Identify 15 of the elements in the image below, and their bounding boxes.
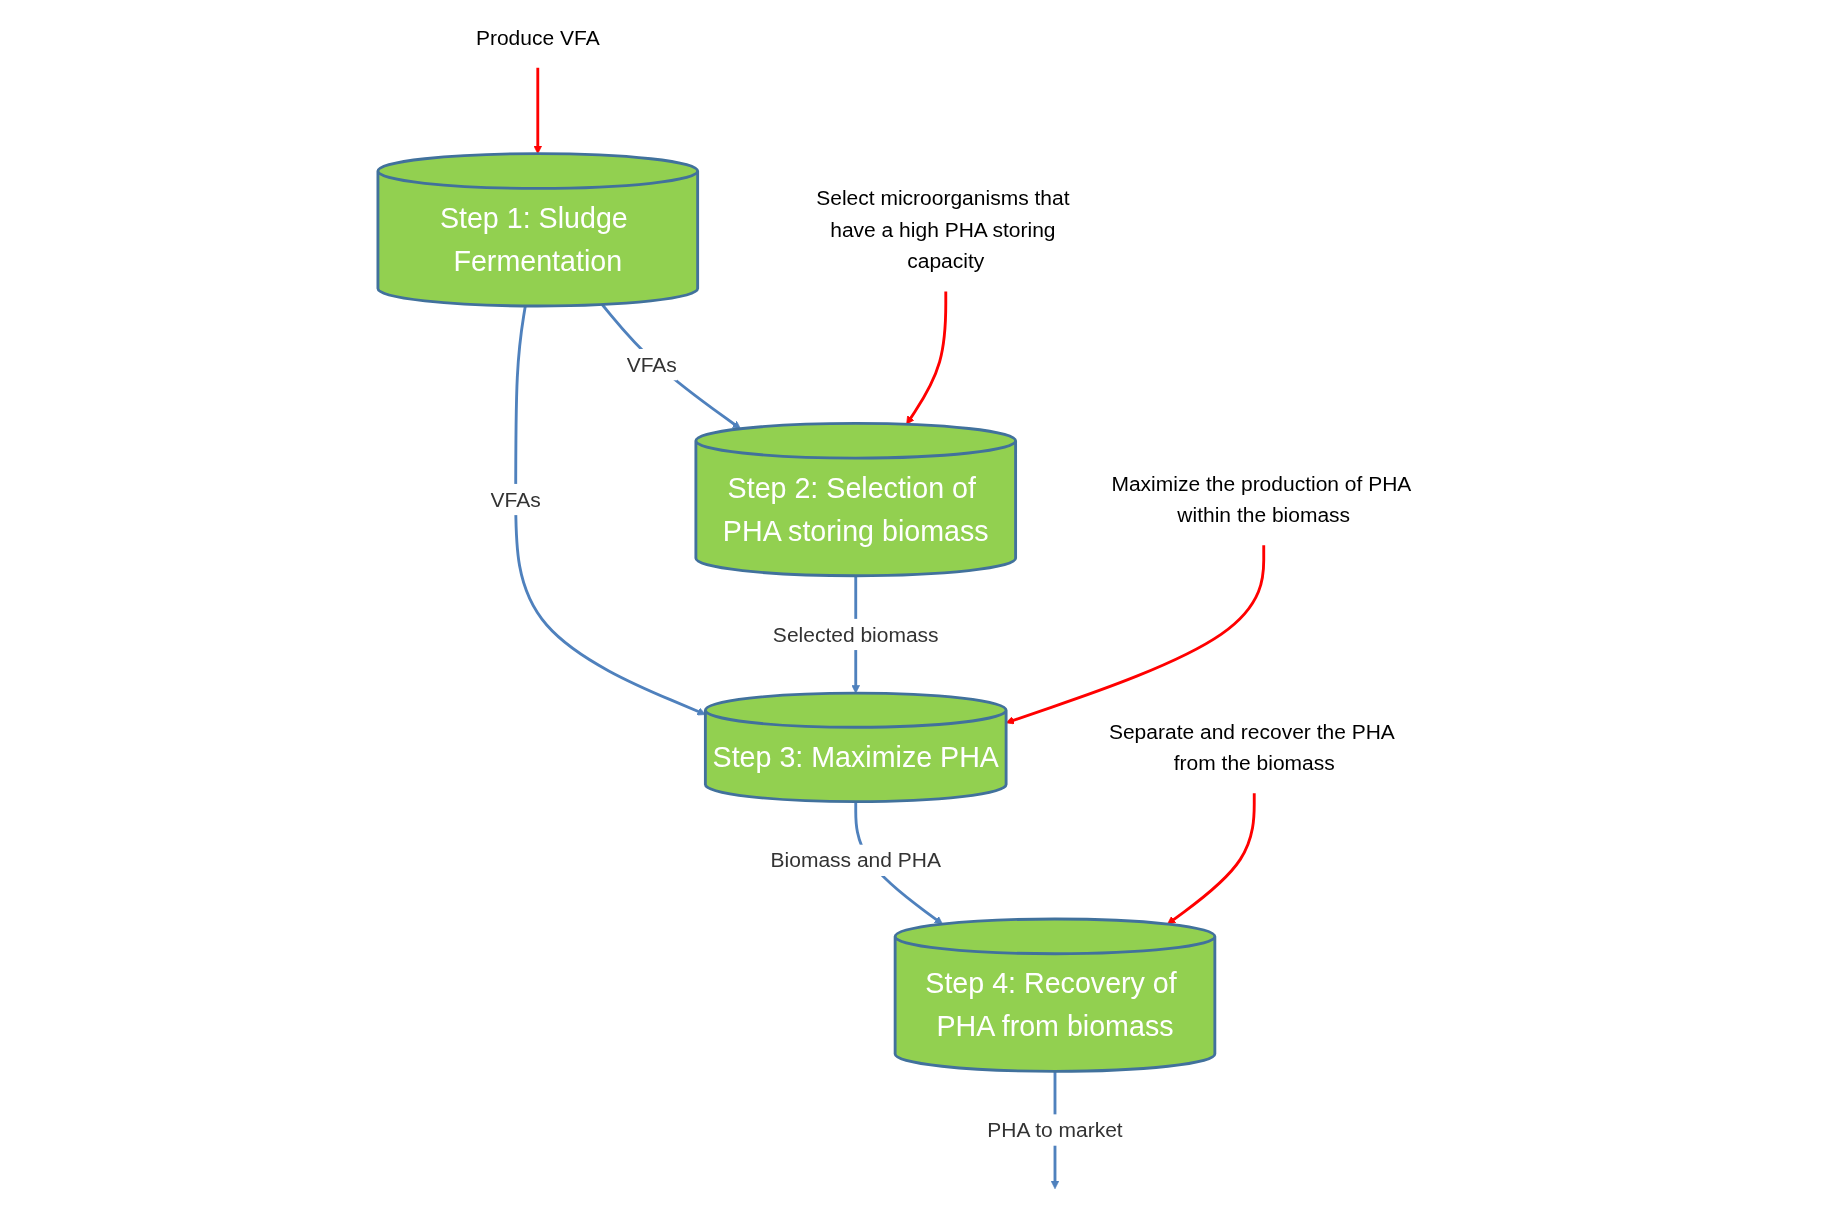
arrow [1167, 793, 1256, 925]
arrow [906, 291, 948, 425]
edge-label: VFAs [626, 352, 677, 377]
edge-label: PHA to market [987, 1118, 1123, 1142]
arrow [601, 303, 741, 430]
edge-label: Biomass and PHA [770, 848, 941, 873]
node-text: Produce VFA [475, 25, 600, 50]
edge-label: VFAs [490, 487, 541, 512]
node-text: Separate and recover the PHA from the biomass [1108, 719, 1394, 776]
node-text: Maximize the production of PHA within the biomass [1111, 471, 1411, 528]
arrow [514, 305, 706, 716]
edge-label: Selected biomass [772, 622, 939, 647]
arrow [533, 67, 542, 155]
node-text: Select microorganisms that have a high PHA storing capacity [816, 186, 1070, 274]
arrow [1005, 545, 1266, 725]
